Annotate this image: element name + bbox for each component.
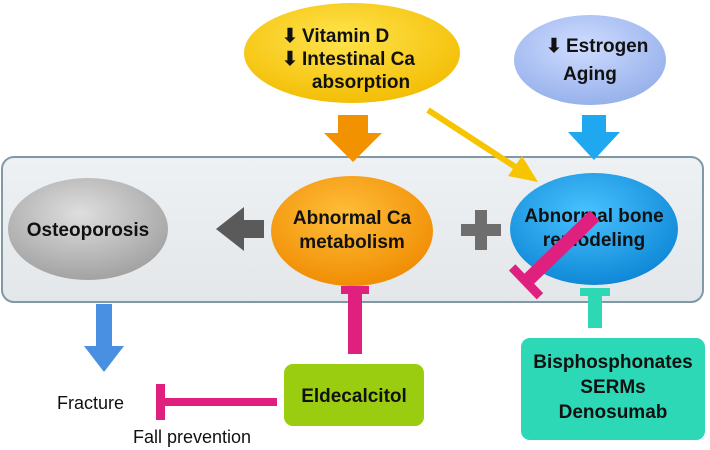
inhibit-ca-stem (348, 294, 362, 354)
serms-label: SERMs (580, 377, 645, 398)
denosumab-label: Denosumab (559, 402, 668, 423)
vitamin-down-arrow-icon: ⬇ (282, 26, 298, 47)
inhibit-fall-stem (165, 398, 277, 406)
ca-metabolism-line1: Abnormal Ca (293, 208, 412, 229)
estrogen-to-bone-arrow (568, 115, 620, 160)
osteoporosis-node (8, 178, 168, 280)
ca-to-osteoporosis-arrow (216, 207, 264, 251)
fracture-label: Fracture (57, 393, 124, 413)
intestinal-down-arrow-icon: ⬇ (282, 49, 298, 70)
ca-metabolism-line2: metabolism (299, 232, 405, 253)
intestinal-ca-label: Intestinal Ca (302, 49, 415, 70)
vitamin-d-label: Vitamin D (302, 26, 389, 47)
vitamin-to-bone-arrow-shaft (426, 107, 522, 173)
drugs-node (521, 338, 705, 440)
osteoporosis-label: Osteoporosis (27, 220, 149, 241)
inhibit-drugs-bar (580, 288, 610, 296)
vitamin-d-node (244, 3, 460, 103)
estrogen-label: Estrogen (566, 36, 648, 57)
absorption-label: absorption (312, 72, 410, 93)
ca-metabolism-node (271, 176, 433, 286)
estrogen-down-arrow-icon: ⬇ (546, 36, 562, 57)
bisphosphonates-label: Bisphosphonates (533, 352, 692, 373)
plus-vertical-bar (475, 210, 487, 250)
aging-label: Aging (563, 64, 617, 85)
vitamin-to-bone-arrow-head (508, 156, 538, 182)
osteoporosis-to-fracture-arrow (84, 304, 124, 372)
estrogen-node (514, 15, 666, 105)
inhibit-bone-symbol (508, 210, 600, 300)
inhibit-drugs-stem (588, 296, 602, 328)
eldecalcitol-node (284, 364, 424, 426)
vitamin-to-ca-arrow (324, 115, 382, 162)
inhibit-fall-bar (156, 384, 165, 420)
eldecalcitol-label: Eldecalcitol (301, 386, 407, 407)
inhibit-ca-bar (341, 286, 369, 294)
fall-prevention-label: Fall prevention (133, 427, 251, 447)
